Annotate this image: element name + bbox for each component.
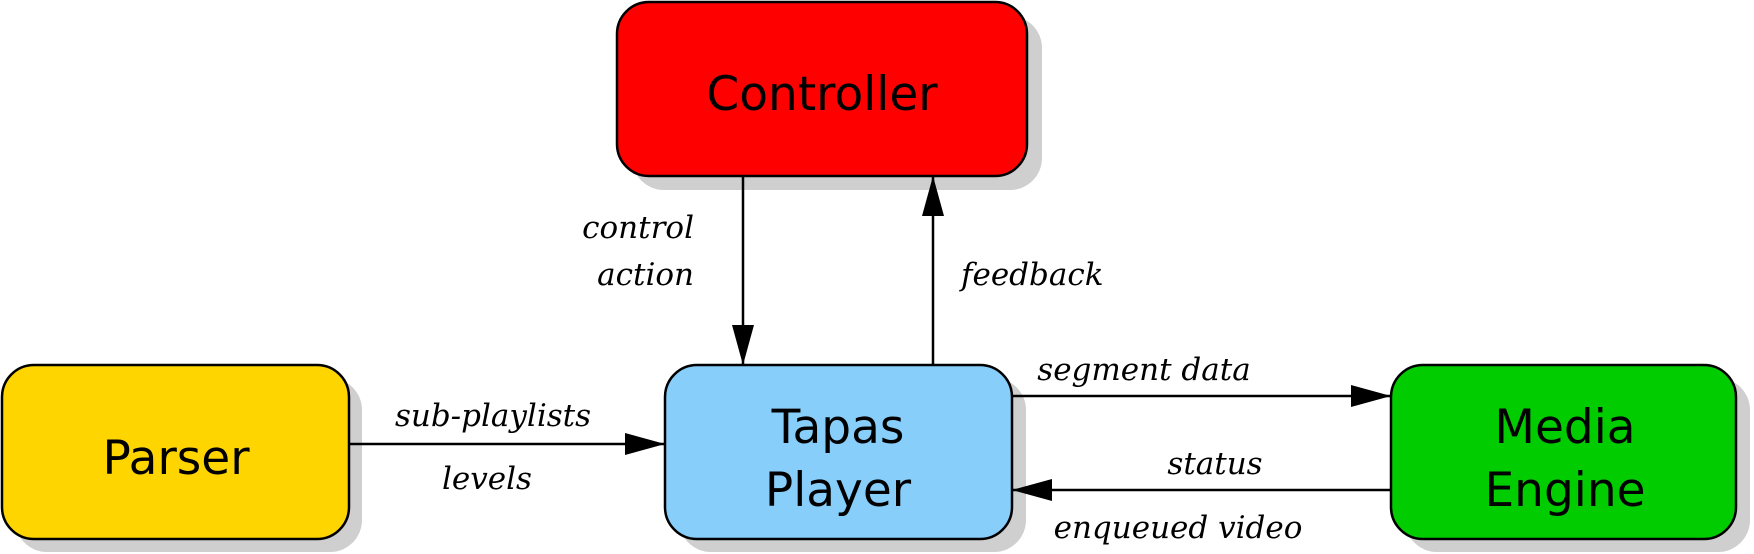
control-action-label-line1: control	[582, 210, 694, 246]
media-engine-label-line1: Media	[1494, 400, 1635, 455]
control-action-label-line2: action	[597, 257, 694, 293]
enqueued-video-label: enqueued video	[1054, 510, 1303, 546]
segment-data-label: segment data	[1037, 352, 1250, 388]
controller-box	[615, 0, 1029, 178]
parser-node: Parser	[0, 363, 362, 552]
media-engine-node: Media Engine	[1389, 363, 1750, 552]
tapas-player-label-line2: Player	[765, 463, 912, 518]
media-engine-box	[1389, 363, 1738, 541]
feedback-label: feedback	[959, 257, 1103, 293]
media-engine-label-line2: Engine	[1484, 463, 1645, 518]
tapas-player-node: Tapas Player	[663, 363, 1026, 552]
tapas-player-box	[663, 363, 1014, 541]
parser-box	[0, 363, 351, 541]
status-label: status	[1167, 446, 1262, 482]
parser-label: Parser	[102, 431, 250, 486]
sub-playlists-label: sub-playlists	[395, 398, 591, 434]
tapas-player-label-line1: Tapas	[771, 400, 905, 455]
levels-label: levels	[442, 461, 532, 497]
controller-node: Controller	[615, 0, 1042, 190]
controller-label: Controller	[706, 67, 938, 122]
